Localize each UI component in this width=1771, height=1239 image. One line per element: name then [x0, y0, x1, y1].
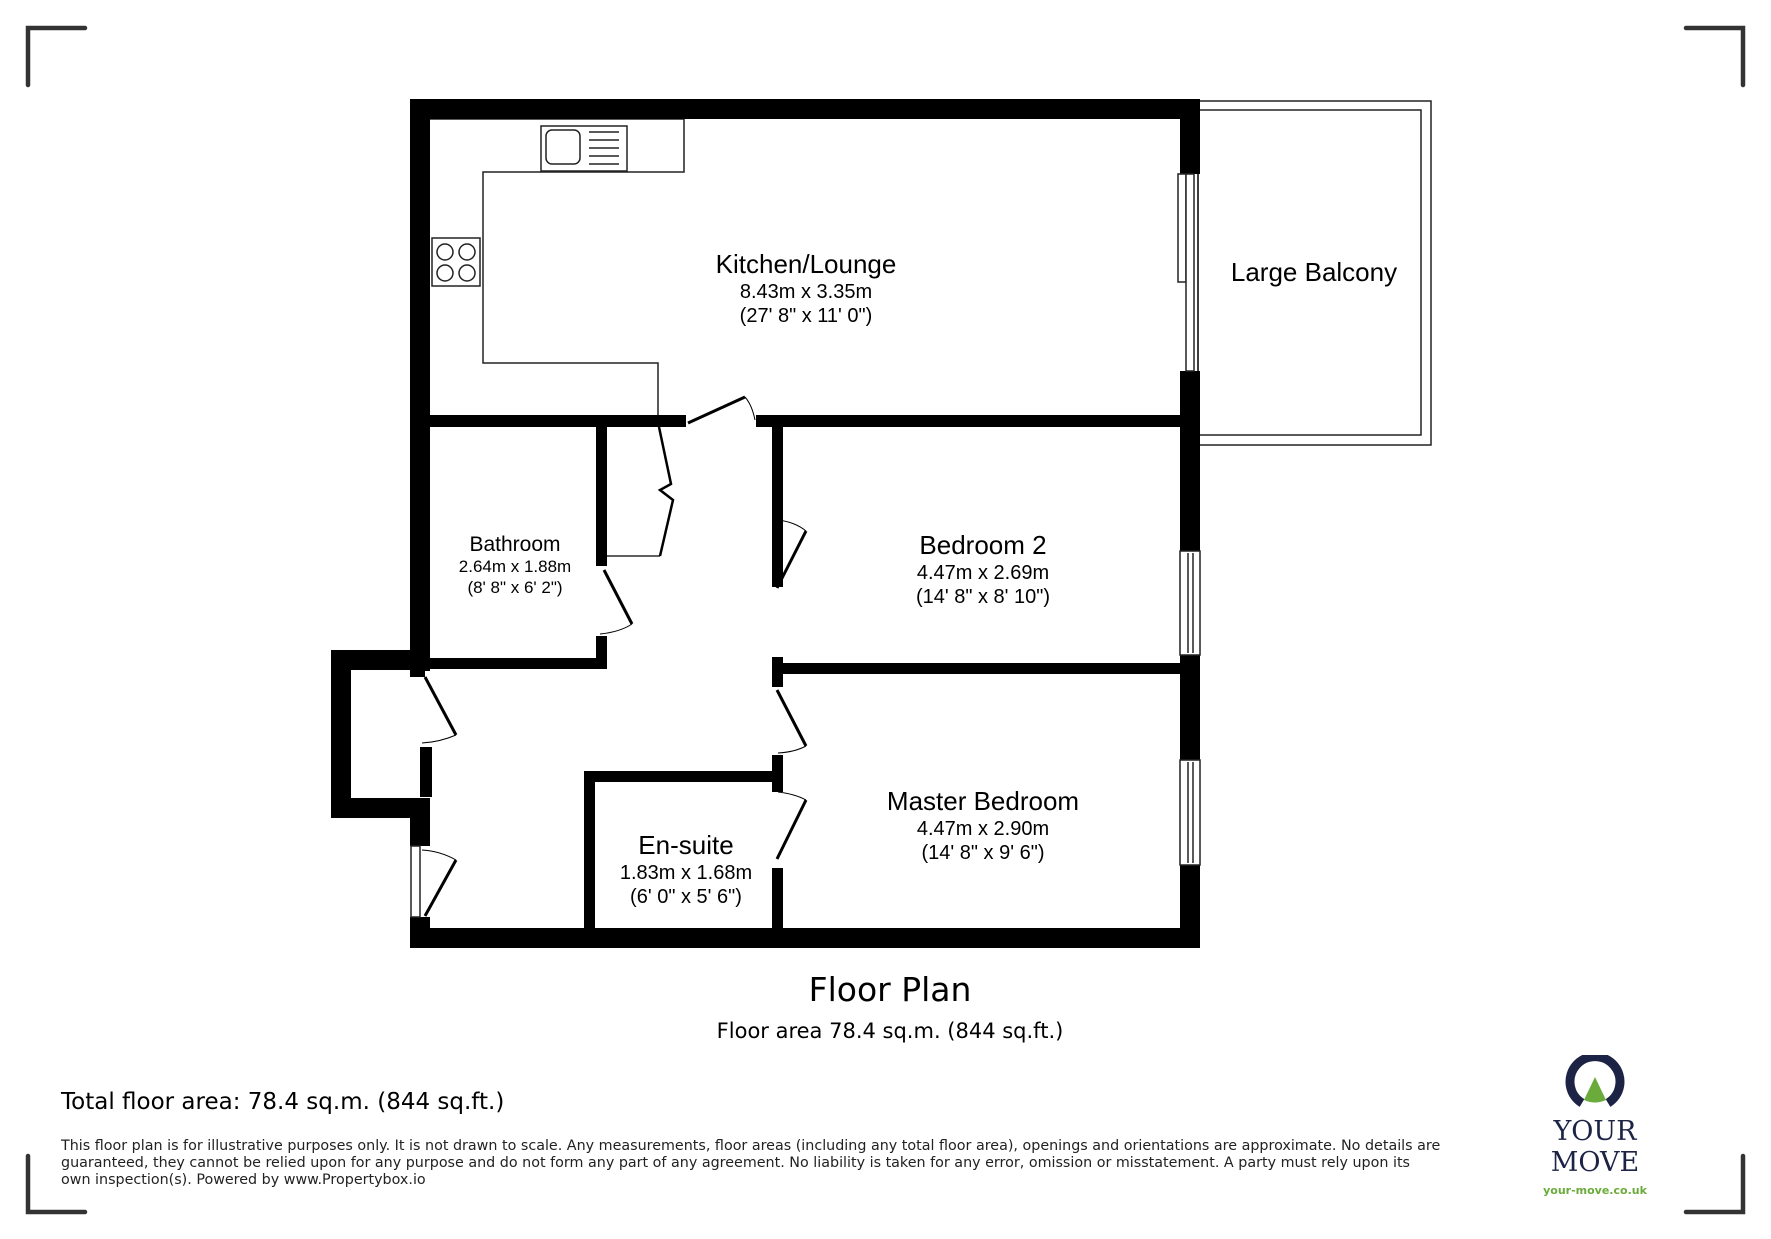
your-move-logo: YOUR MOVE your-move.co.uk — [1510, 1052, 1680, 1197]
room-name: Kitchen/Lounge — [715, 249, 897, 279]
room-metric: 4.47m x 2.69m — [916, 562, 1050, 585]
room-metric: 2.64m x 1.88m — [458, 557, 572, 577]
plan-floor-area: Floor area 78.4 sq.m. (844 sq.ft.) — [716, 1019, 1064, 1043]
room-bathroom: Bathroom 2.64m x 1.88m (8' 8" x 6' 2") — [459, 532, 571, 598]
room-name: Master Bedroom — [886, 786, 1080, 816]
total-floor-area: Total floor area: 78.4 sq.m. (844 sq.ft.… — [61, 1089, 505, 1115]
logo-mark-icon — [1565, 1052, 1625, 1107]
balcony-outline — [1197, 100, 1432, 446]
room-balcony: Large Balcony — [1231, 257, 1397, 288]
walls — [331, 99, 1200, 948]
room-metric: 1.83m x 1.68m — [619, 862, 753, 885]
frame-brackets — [25, 25, 1746, 1215]
room-metric: 8.43m x 3.35m — [739, 281, 873, 304]
room-master-bedroom: Master Bedroom 4.47m x 2.90m (14' 8" x 9… — [887, 786, 1079, 865]
room-name: En-suite — [638, 830, 734, 860]
doors — [421, 395, 808, 917]
room-name: Bedroom 2 — [919, 530, 1047, 560]
windows — [410, 173, 1201, 918]
room-metric: 4.47m x 2.90m — [916, 818, 1050, 841]
room-name: Bathroom — [469, 533, 561, 556]
logo-url: your-move.co.uk — [1543, 1184, 1647, 1197]
room-imperial: (14' 8" x 8' 10") — [915, 586, 1051, 609]
logo-name: YOUR MOVE — [1550, 1116, 1640, 1178]
room-ensuite: En-suite 1.83m x 1.68m (6' 0" x 5' 6") — [620, 830, 752, 909]
disclaimer: This floor plan is for illustrative purp… — [61, 1138, 1441, 1188]
room-imperial: (6' 0" x 5' 6") — [630, 886, 742, 909]
room-bedroom-2: Bedroom 2 4.47m x 2.69m (14' 8" x 8' 10"… — [916, 530, 1050, 609]
room-imperial: (14' 8" x 9' 6") — [921, 842, 1045, 865]
plan-title: Floor Plan — [808, 970, 972, 1009]
room-imperial: (8' 8" x 6' 2") — [467, 577, 563, 597]
room-name: Large Balcony — [1230, 257, 1398, 287]
room-kitchen-lounge: Kitchen/Lounge 8.43m x 3.35m (27' 8" x 1… — [716, 249, 897, 328]
kitchen-counter — [430, 118, 685, 420]
room-imperial: (27' 8" x 11' 0") — [739, 305, 873, 328]
